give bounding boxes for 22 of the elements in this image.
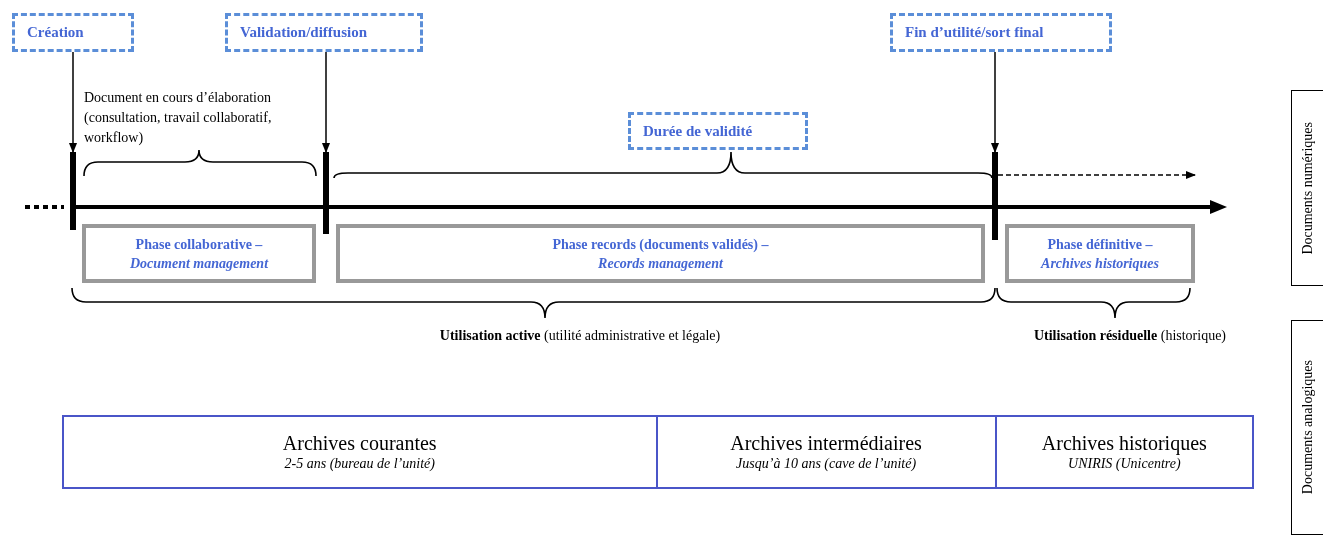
phase-box: Phase collaborative – Document management (82, 224, 316, 283)
annotation-text: Document en cours d’élaboration (consultation, travail collaboratif, workflow) (84, 89, 273, 147)
phase-box: Phase définitive – Archives historiques (1005, 224, 1195, 283)
brace-label: Utilisation résiduelle (historique) (1032, 327, 1228, 345)
arrow (68, 51, 78, 154)
timeline-tick (323, 152, 329, 234)
brace-label: Utilisation active (utilité administrative et légale) (438, 327, 722, 345)
milestone-box: Validation/diffusion (225, 13, 423, 52)
table-cell: Archives historiques UNIRIS (Unicentre) (994, 417, 1252, 487)
arrow (997, 170, 1197, 180)
timeline-tick (992, 152, 998, 240)
timeline-tick (70, 152, 76, 230)
milestone-box: Durée de validité (628, 112, 808, 150)
side-category-box: Documents analogiques (1291, 320, 1323, 535)
milestone-box: Fin d’utilité/sort final (890, 13, 1112, 52)
arrow (321, 51, 331, 154)
milestone-box: Création (12, 13, 134, 52)
table-cell: Archives intermédiaires Jusqu’à 10 ans (cave de l’unité) (655, 417, 995, 487)
side-category-box: Documents numériques (1291, 90, 1323, 286)
table-cell: Archives courantes 2-5 ans (bureau de l’unité) (64, 417, 656, 487)
phase-box: Phase records (documents validés) – Records management (336, 224, 985, 283)
arrow (990, 51, 1000, 154)
